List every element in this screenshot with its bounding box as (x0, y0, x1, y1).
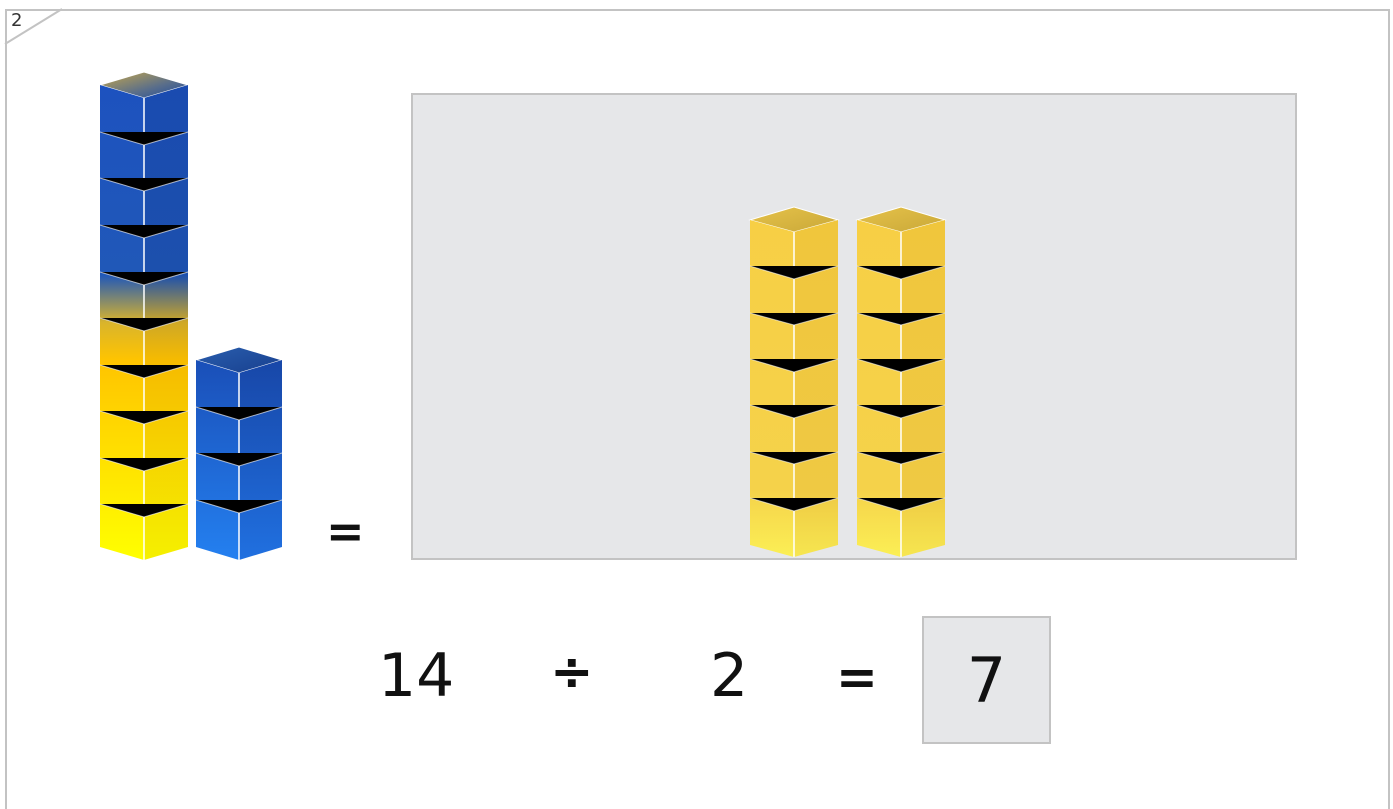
question-frame (5, 9, 1390, 809)
group-drop-area[interactable] (411, 93, 1297, 560)
divisor: 2 (710, 641, 749, 711)
cube-tower-14 (98, 71, 190, 560)
model-equals-sign: = (326, 504, 365, 558)
question-number: 2 (11, 10, 23, 31)
divide-operator: ÷ (550, 642, 594, 702)
answer-value: 7 (966, 643, 1007, 717)
dividend: 14 (378, 641, 455, 711)
answer-box[interactable]: 7 (922, 616, 1051, 744)
equation-equals-sign: = (836, 648, 878, 706)
cube-tower-4 (194, 346, 284, 560)
question-corner-tab (4, 8, 63, 45)
